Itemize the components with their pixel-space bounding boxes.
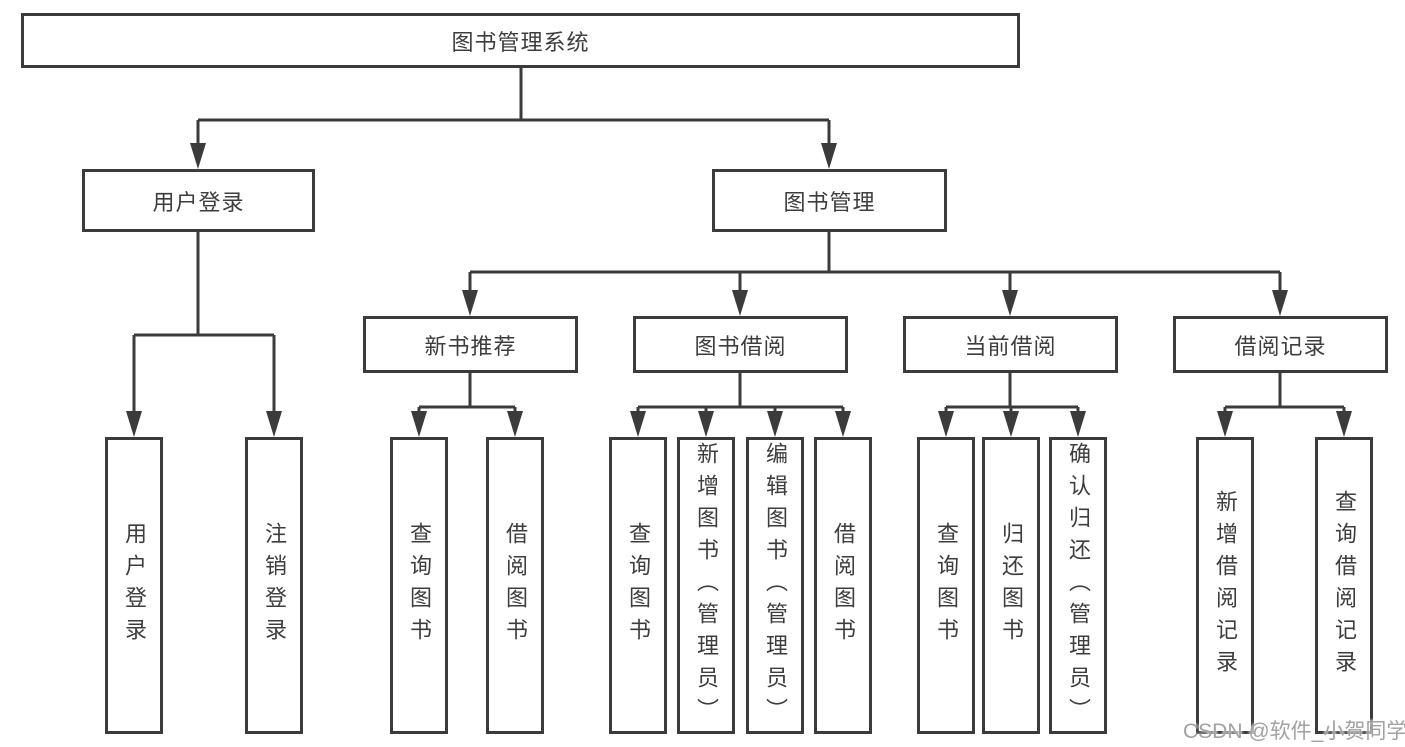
leaf-borrow-books: 借阅图书 xyxy=(814,437,872,734)
node-current-borrow: 当前借阅 xyxy=(903,316,1118,373)
node-borrow-records: 借阅记录 xyxy=(1173,316,1388,373)
node-label: 当前借阅 xyxy=(964,333,1057,359)
node-label: 图书管理系统 xyxy=(451,29,590,55)
node-label: 查询图书 xyxy=(407,521,432,650)
node-label: 图书管理 xyxy=(783,189,876,215)
leaf-logout: 注销登录 xyxy=(245,437,303,734)
node-label: 注销登录 xyxy=(262,521,287,650)
leaf-return-books: 归还图书 xyxy=(982,437,1040,734)
node-label: 借阅记录 xyxy=(1234,333,1327,359)
node-book-borrow: 图书借阅 xyxy=(633,316,848,373)
node-label: 用户登录 xyxy=(122,521,147,650)
leaf-borrow-books-recommend: 借阅图书 xyxy=(486,437,544,734)
leaf-query-books-recommend: 查询图书 xyxy=(390,437,448,734)
node-label: 编辑图书（管理员） xyxy=(763,441,788,730)
leaf-query-books-current: 查询图书 xyxy=(917,437,975,734)
csdn-watermark: CSDN @软件_小贺同学 xyxy=(1183,720,1405,743)
node-new-book-recommend: 新书推荐 xyxy=(363,316,578,373)
node-label: 新书推荐 xyxy=(424,333,517,359)
node-label: 借阅图书 xyxy=(503,521,528,650)
node-label: 用户登录 xyxy=(152,189,245,215)
leaf-confirm-return-admin: 确认归还（管理员） xyxy=(1049,437,1107,734)
node-label: 借阅图书 xyxy=(831,521,856,650)
node-user-login: 用户登录 xyxy=(82,169,315,232)
node-label: 图书借阅 xyxy=(694,333,787,359)
leaf-add-books-admin: 新增图书（管理员） xyxy=(677,437,735,734)
leaf-query-books: 查询图书 xyxy=(609,437,667,734)
leaf-query-borrow-record: 查询借阅记录 xyxy=(1315,437,1373,734)
leaf-edit-books-admin: 编辑图书（管理员） xyxy=(746,437,804,734)
node-label: 查询图书 xyxy=(626,521,651,650)
node-label: 归还图书 xyxy=(999,521,1024,650)
node-book-management: 图书管理 xyxy=(712,169,947,232)
node-label: 新增借阅记录 xyxy=(1213,489,1238,682)
leaf-user-login: 用户登录 xyxy=(105,437,163,734)
leaf-add-borrow-record: 新增借阅记录 xyxy=(1196,437,1254,734)
node-label: 新增图书（管理员） xyxy=(694,441,719,730)
node-label: 查询图书 xyxy=(934,521,959,650)
node-label: 查询借阅记录 xyxy=(1332,489,1357,682)
node-root-library-system: 图书管理系统 xyxy=(21,13,1020,68)
node-label: 确认归还（管理员） xyxy=(1066,441,1091,730)
